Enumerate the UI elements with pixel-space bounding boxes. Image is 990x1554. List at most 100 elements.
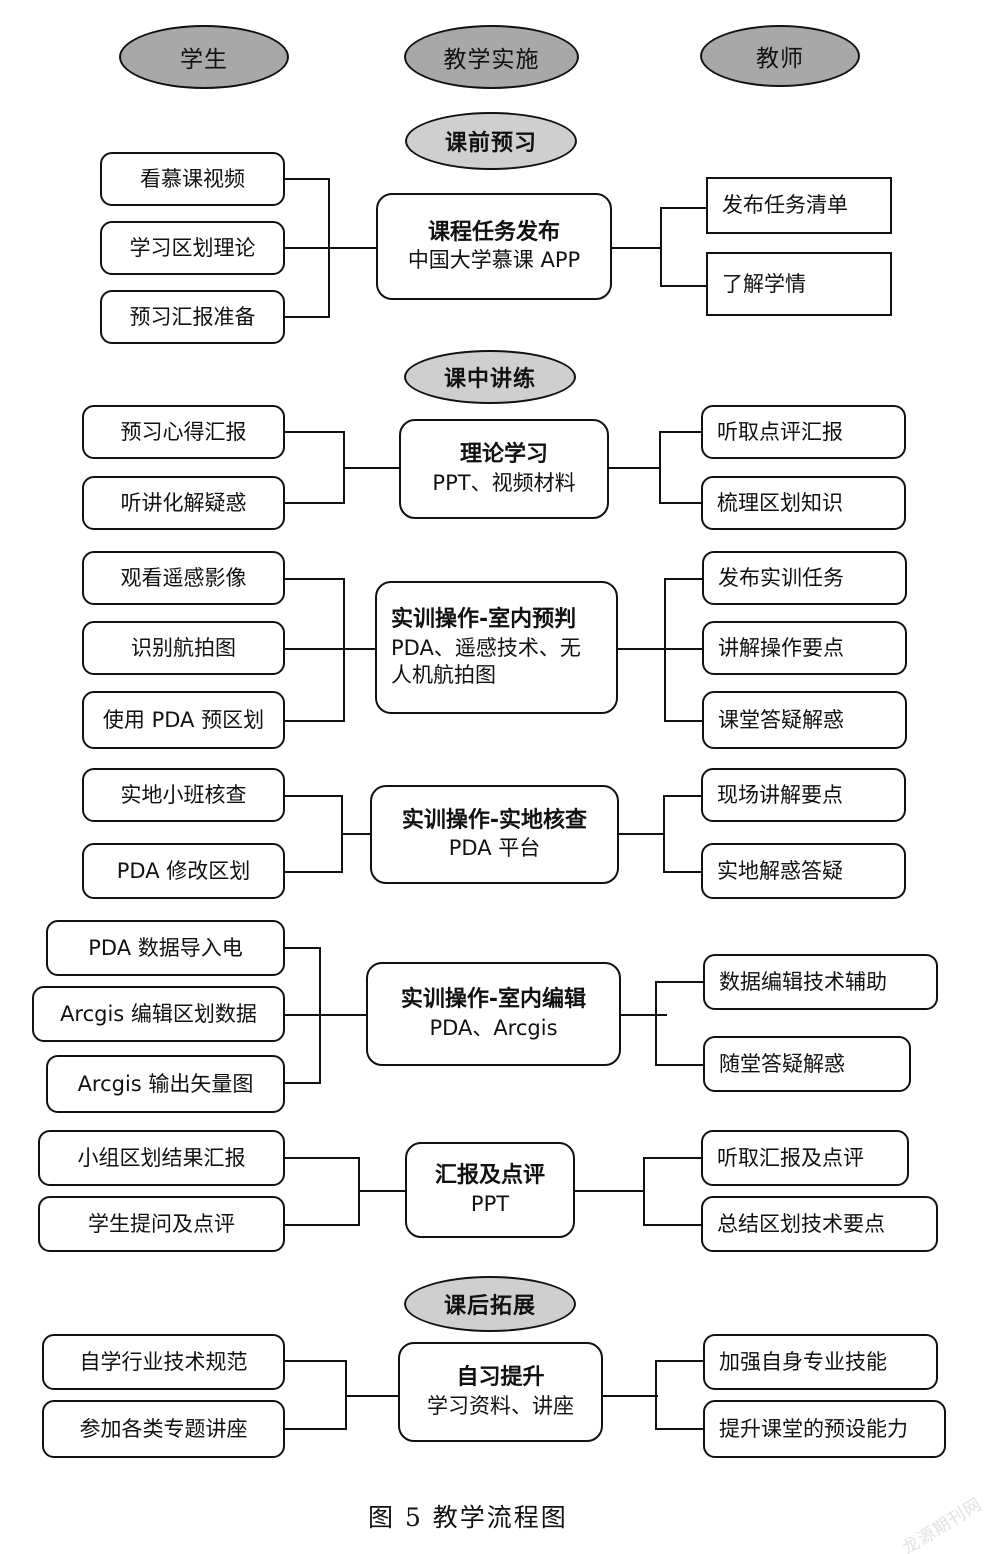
node-label: 讲解操作要点 (718, 635, 844, 660)
center-subtitle: 学习资料、讲座 (427, 1393, 574, 1418)
connector (285, 871, 343, 874)
teacher-node[interactable]: 讲解操作要点 (702, 621, 907, 675)
center-node-field-verify[interactable]: 实训操作-实地核查 PDA 平台 (370, 785, 619, 884)
student-node[interactable]: 听讲化解疑惑 (82, 476, 285, 530)
connector (643, 1224, 703, 1227)
connector (285, 1428, 347, 1431)
connector (655, 1428, 705, 1431)
connector-bus (643, 1157, 646, 1226)
node-label: 看慕课视频 (140, 166, 245, 191)
connector (655, 981, 705, 984)
center-node-pre-class[interactable]: 课程任务发布 中国大学慕课 APP (376, 193, 612, 300)
role-label: 教师 (756, 46, 804, 72)
node-label: 提升课堂的预设能力 (719, 1416, 908, 1441)
node-label: 参加各类专题讲座 (79, 1416, 248, 1441)
center-node-indoor-edit[interactable]: 实训操作-室内编辑 PDA、Arcgis (366, 962, 621, 1066)
student-node[interactable]: 学生提问及点评 (38, 1196, 285, 1252)
node-label: 发布任务清单 (722, 193, 848, 218)
center-node-report-review[interactable]: 汇报及点评 PPT (405, 1142, 575, 1238)
student-node[interactable]: PDA 数据导入电 (46, 920, 285, 976)
center-node-indoor-prejudge[interactable]: 实训操作-室内预判 PDA、遥感技术、无 人机航拍图 (375, 581, 618, 714)
teacher-node[interactable]: 实地解惑答疑 (701, 843, 906, 899)
student-node[interactable]: 识别航拍图 (82, 621, 285, 675)
student-node[interactable]: Arcgis 输出矢量图 (46, 1055, 285, 1113)
connector (358, 1190, 408, 1193)
teacher-node[interactable]: 发布实训任务 (702, 551, 907, 605)
role-label: 学生 (180, 47, 228, 73)
connector (285, 247, 330, 250)
connector (285, 578, 345, 581)
node-label: PDA 数据导入电 (88, 935, 243, 960)
student-node[interactable]: 预习心得汇报 (82, 405, 285, 459)
teacher-node[interactable]: 数据编辑技术辅助 (703, 954, 938, 1010)
node-label: 数据编辑技术辅助 (719, 969, 887, 994)
teacher-node[interactable]: 课堂答疑解惑 (702, 691, 907, 749)
student-node[interactable]: 实地小班核查 (82, 768, 285, 822)
teacher-node[interactable]: 发布任务清单 (706, 177, 892, 234)
node-label: 加强自身专业技能 (719, 1349, 887, 1374)
connector (285, 178, 330, 181)
student-node[interactable]: 使用 PDA 预区划 (82, 691, 285, 749)
teacher-node[interactable]: 了解学情 (706, 252, 892, 316)
student-node[interactable]: 参加各类专题讲座 (42, 1400, 285, 1458)
node-label: 预习汇报准备 (129, 304, 256, 329)
connector (663, 795, 703, 798)
connector (664, 720, 704, 723)
connector (343, 467, 401, 470)
phase-ellipse-pre-class: 课前预习 (405, 112, 577, 170)
role-label: 教学实施 (443, 47, 540, 73)
center-node-self-study[interactable]: 自习提升 学习资料、讲座 (398, 1342, 603, 1442)
node-label: 观看遥感影像 (120, 565, 247, 590)
teacher-node[interactable]: 现场讲解要点 (701, 768, 906, 822)
center-subtitle: PPT、视频材料 (432, 470, 576, 495)
connector (612, 247, 662, 250)
connector (285, 648, 345, 651)
student-node[interactable]: 观看遥感影像 (82, 551, 285, 605)
connector (609, 467, 661, 470)
connector (345, 1395, 400, 1398)
connector (343, 648, 385, 651)
node-label: 实地解惑答疑 (717, 858, 843, 883)
node-label: 听讲化解疑惑 (120, 490, 247, 515)
student-node[interactable]: 自学行业技术规范 (42, 1334, 285, 1390)
center-node-theory-study[interactable]: 理论学习 PPT、视频材料 (399, 419, 609, 519)
student-node[interactable]: 预习汇报准备 (100, 290, 285, 344)
watermark: 龙源期刊网 (898, 1494, 986, 1554)
teacher-node[interactable]: 随堂答疑解惑 (703, 1036, 911, 1092)
node-label: 听取点评汇报 (717, 419, 843, 444)
teacher-node[interactable]: 加强自身专业技能 (703, 1334, 938, 1390)
teacher-node[interactable]: 听取汇报及点评 (701, 1130, 909, 1186)
connector (619, 833, 665, 836)
student-node[interactable]: PDA 修改区划 (82, 843, 285, 899)
connector (655, 1064, 705, 1067)
teacher-node[interactable]: 梳理区划知识 (701, 476, 906, 530)
connector (664, 578, 704, 581)
student-node[interactable]: 学习区划理论 (100, 221, 285, 275)
node-label: 课堂答疑解惑 (718, 707, 844, 732)
student-node[interactable]: Arcgis 编辑区划数据 (32, 986, 285, 1042)
center-subtitle: PDA 平台 (448, 836, 541, 861)
connector (659, 502, 703, 505)
connector (285, 795, 343, 798)
phase-ellipse-post-class: 课后拓展 (404, 1276, 576, 1332)
node-label: 学习区划理论 (129, 235, 256, 260)
node-label: 发布实训任务 (718, 565, 844, 590)
teacher-node[interactable]: 提升课堂的预设能力 (703, 1400, 946, 1458)
student-node[interactable]: 看慕课视频 (100, 152, 285, 206)
connector (660, 207, 708, 210)
student-node[interactable]: 小组区划结果汇报 (38, 1130, 285, 1186)
connector (285, 947, 321, 950)
connector (664, 648, 704, 651)
node-label: 学生提问及点评 (88, 1211, 235, 1236)
center-subtitle: PDA、遥感技术、无 人机航拍图 (391, 635, 581, 687)
connector-bus (663, 795, 666, 873)
teacher-node[interactable]: 听取点评汇报 (701, 405, 906, 459)
connector (660, 285, 708, 288)
node-label: 识别航拍图 (131, 635, 236, 660)
node-label: 小组区划结果汇报 (77, 1145, 246, 1170)
center-title: 实训操作-实地核查 (401, 807, 588, 833)
node-label: 了解学情 (722, 271, 806, 296)
teacher-node[interactable]: 总结区划技术要点 (701, 1196, 938, 1252)
node-label: 梳理区划知识 (717, 490, 843, 515)
